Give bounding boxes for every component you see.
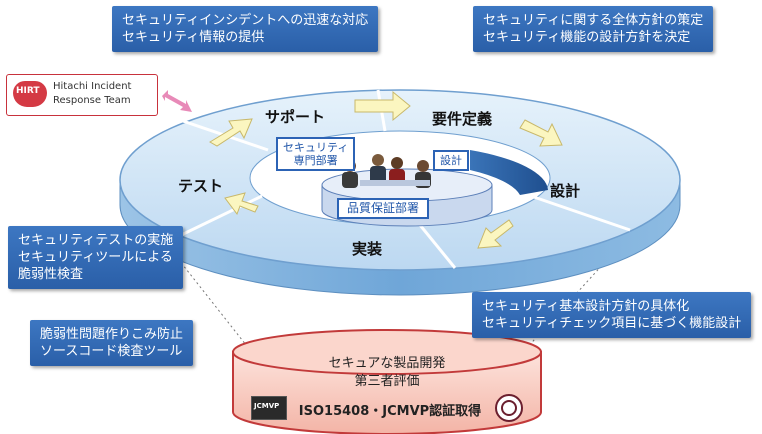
double-arrow-icon [162, 90, 192, 112]
specialist-dept-box: セキュリティ 専門部署 [276, 137, 356, 171]
arrow-design-to-implementation [477, 219, 514, 249]
arrow-implementation-to-test [224, 192, 259, 216]
base-line2: 第三者評価 [354, 374, 420, 389]
arrow-test-to-support [209, 118, 253, 147]
callout-requirements: セキュリティに関する全体方針の策定 セキュリティ機能の設計方針を決定 [473, 6, 714, 52]
arrow-support-to-requirements [354, 90, 411, 122]
globe-emblem-icon [495, 394, 523, 422]
qa-dept-box: 品質保証部署 [337, 198, 430, 219]
callout-implementation: 脆弱性問題作りこみ防止 ソースコード検査ツール [30, 320, 194, 366]
hirt-logo: HIRT Hitachi Incident Response Team [6, 74, 158, 116]
callout-implementation-line1: 脆弱性問題作りこみ防止 [40, 327, 184, 342]
callout-requirements-line1: セキュリティに関する全体方針の策定 [483, 13, 704, 28]
certification-text: ISO15408・JCMVP認証取得 [298, 404, 482, 419]
flow-arrows [209, 90, 563, 249]
callout-test-line3: 脆弱性検査 [18, 267, 84, 282]
callout-support-line1: セキュリティインシデントへの迅速な対応 [122, 13, 369, 28]
callout-test: セキュリティテストの実施 セキュリティツールによる 脆弱性検査 [8, 226, 184, 289]
arrow-requirements-to-design [519, 119, 563, 147]
callout-support: セキュリティインシデントへの迅速な対応 セキュリティ情報の提供 [112, 6, 379, 52]
callout-test-line1: セキュリティテストの実施 [18, 233, 174, 248]
callout-requirements-line2: セキュリティ機能の設計方針を決定 [483, 30, 691, 45]
segment-design: 設計 [550, 182, 581, 200]
guide-line-left [174, 254, 251, 351]
callout-design-line2: セキュリティチェック項目に基づく機能設計 [482, 316, 742, 331]
heart-icon [13, 81, 47, 107]
segment-implementation: 実装 [352, 240, 383, 258]
design-box: 設計 [433, 150, 469, 171]
jcmvp-logo: JCMVP [251, 396, 287, 420]
hirt-name-line2: Response Team [53, 95, 131, 106]
callout-design-line1: セキュリティ基本設計方針の具体化 [482, 299, 690, 314]
base-line1: セキュアな製品開発 [328, 356, 446, 371]
specialist-dept-line1: セキュリティ [283, 141, 349, 154]
inner-wall [470, 150, 548, 195]
hirt-logo-text: HIRT [16, 86, 40, 96]
callout-design: セキュリティ基本設計方針の具体化 セキュリティチェック項目に基づく機能設計 [472, 292, 752, 338]
segment-requirements: 要件定義 [432, 110, 493, 128]
specialist-dept-line2: 専門部署 [293, 154, 338, 167]
callout-test-line2: セキュリティツールによる [18, 250, 173, 265]
callout-support-line2: セキュリティ情報の提供 [122, 30, 265, 45]
segment-support: サポート [265, 108, 326, 126]
segment-test: テスト [178, 177, 224, 195]
base-cylinder [232, 329, 542, 434]
callout-implementation-line2: ソースコード検査ツール [40, 344, 183, 359]
jcmvp-logo-text: JCMVP [254, 402, 280, 410]
hirt-name-line1: Hitachi Incident [53, 81, 132, 92]
